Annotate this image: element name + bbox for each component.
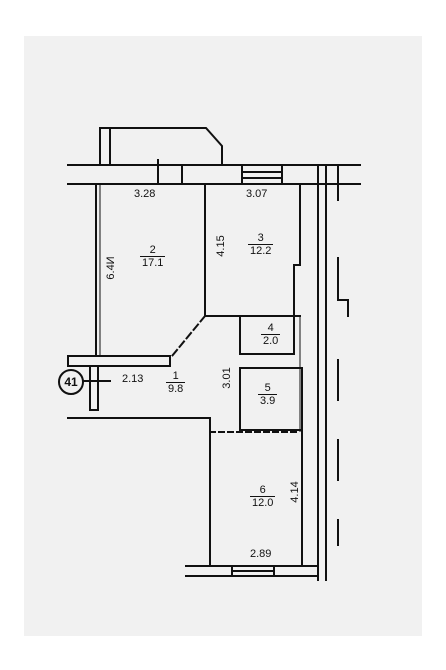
room-area: 2.0 bbox=[261, 334, 281, 347]
room4-outline bbox=[239, 315, 295, 355]
paper-sheet bbox=[24, 36, 422, 636]
window-top bbox=[241, 164, 283, 185]
room-5-label: 5 3.9 bbox=[258, 382, 278, 407]
axis-marker-badge: 41 bbox=[58, 369, 84, 395]
room-area: 17.1 bbox=[140, 256, 166, 269]
diagonal-wall bbox=[170, 314, 207, 358]
room-number: 4 bbox=[267, 322, 274, 334]
dimension-room1-length: 3.01 bbox=[221, 367, 233, 389]
room-number: 2 bbox=[149, 244, 156, 256]
room-4-label: 4 2.0 bbox=[261, 322, 281, 347]
room-6-label: 6 12.0 bbox=[250, 484, 276, 509]
dimension-room1-width: 2.13 bbox=[122, 373, 144, 385]
dimension-room3-length: 4.15 bbox=[215, 235, 227, 257]
room3-right-wall bbox=[293, 183, 301, 317]
dimension-room2-length: 6.4И bbox=[105, 256, 117, 280]
dimension-room6-width: 2.89 bbox=[250, 548, 272, 560]
room-2-label: 2 17.1 bbox=[140, 244, 166, 269]
room-area: 3.9 bbox=[258, 394, 278, 407]
balcony-outline bbox=[99, 127, 223, 166]
dimension-room2-width: 3.28 bbox=[134, 188, 156, 200]
room-3-label: 3 12.2 bbox=[248, 232, 274, 257]
room-number: 1 bbox=[172, 370, 179, 382]
room-number: 3 bbox=[257, 232, 264, 244]
room5-outline bbox=[239, 367, 303, 431]
room-area: 12.2 bbox=[248, 244, 274, 257]
room-number: 6 bbox=[259, 484, 266, 496]
room-area: 9.8 bbox=[166, 382, 186, 395]
dimension-room6-length: 4.14 bbox=[289, 481, 301, 503]
corridor-wall-left bbox=[67, 355, 171, 367]
room-1-label: 1 9.8 bbox=[166, 370, 186, 395]
room-number: 5 bbox=[264, 382, 271, 394]
dimension-room3-width: 3.07 bbox=[246, 188, 268, 200]
room-area: 12.0 bbox=[250, 496, 276, 509]
entrance-jamb bbox=[89, 365, 99, 411]
neighbour-wall bbox=[337, 257, 349, 317]
